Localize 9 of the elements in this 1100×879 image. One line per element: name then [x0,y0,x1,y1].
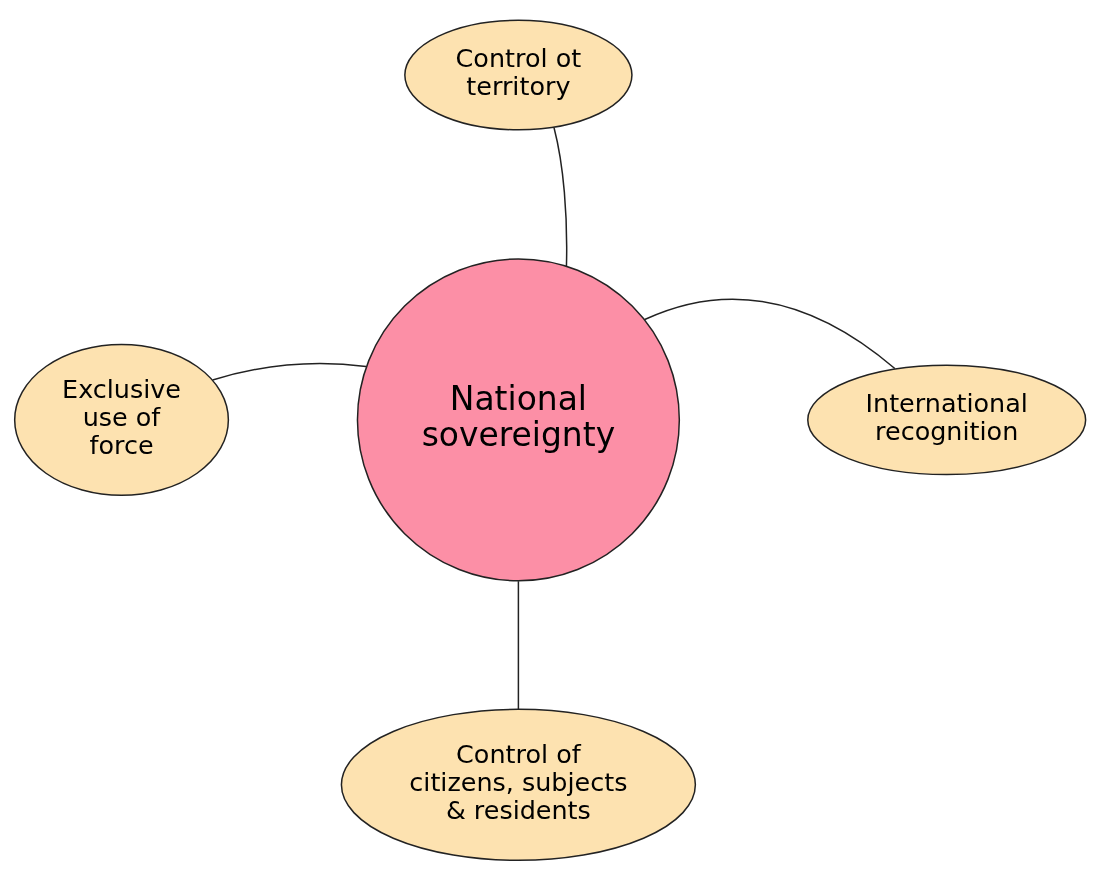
node-ellipse: Control of citizens, subjects & residents [340,708,697,861]
connector [517,579,520,710]
connector [211,362,367,381]
node-ellipse: Exclusive use of force [13,343,230,496]
connector [643,297,896,369]
node-circle: National sovereignty [356,257,681,582]
connector [553,126,568,267]
node-ellipse: Control ot territory [404,19,633,131]
node-ellipse: International recognition [807,363,1087,475]
